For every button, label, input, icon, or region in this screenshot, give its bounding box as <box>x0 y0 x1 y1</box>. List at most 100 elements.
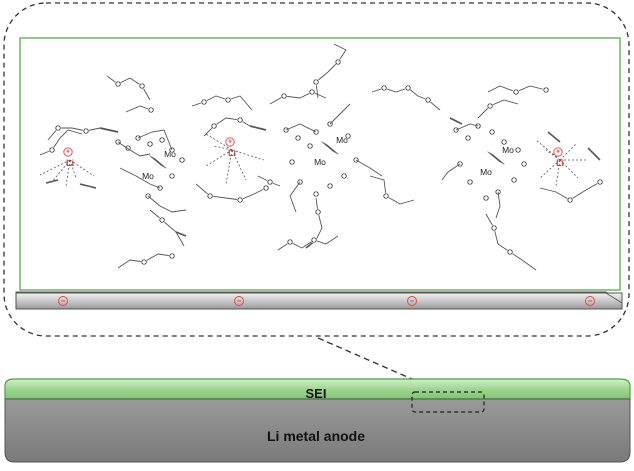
surface-charge-sign: − <box>588 297 593 306</box>
coordination-bond <box>545 149 561 161</box>
wedge-bond <box>449 117 463 125</box>
oxygen-atom: O <box>307 142 313 151</box>
oxygen-atom-bg <box>500 138 508 146</box>
oxygen-atom-bg <box>158 136 166 144</box>
oxygen-atom-bg <box>520 160 528 168</box>
oxygen-atom-bg <box>306 142 314 150</box>
oxygen-atom: O <box>507 248 513 257</box>
oxygen-atom-bg <box>178 156 186 164</box>
surface-charge-ring <box>585 296 595 306</box>
oxygen-atom: O <box>513 88 519 97</box>
oxygen-atom: O <box>491 224 497 233</box>
ether-chain <box>495 191 501 219</box>
oxygen-atom-bg <box>512 88 520 96</box>
oxygen-atom-bg <box>288 158 296 166</box>
oxygen-atom: O <box>345 132 351 141</box>
oxygen-atom-bg <box>168 252 176 260</box>
oxygen-atom-bg <box>200 98 208 106</box>
oxygen-atom: O <box>237 116 243 125</box>
wedge-bond <box>79 183 97 189</box>
lithium-charge-ring <box>225 137 235 147</box>
oxygen-atom: O <box>543 86 549 95</box>
coordination-bond <box>65 159 71 187</box>
coordination-bond <box>69 159 77 179</box>
oxygen-atom-bg <box>280 92 288 100</box>
oxygen-atom: O <box>83 127 89 136</box>
coordination-bond <box>205 133 233 151</box>
ether-chain <box>315 197 323 241</box>
oxygen-atom-bg <box>340 172 348 180</box>
mo-mo-bond <box>326 144 339 155</box>
oxygen-atom-bg <box>482 194 490 202</box>
oxygen-atom: O <box>267 178 273 187</box>
oxygen-atom-bg <box>236 116 244 124</box>
oxygen-atom: O <box>335 58 341 67</box>
ether-chain <box>369 175 415 205</box>
surface-charge-sign: − <box>410 297 415 306</box>
ether-chain <box>119 167 161 189</box>
oxygen-atom: O <box>115 80 121 89</box>
ether-chain <box>137 129 173 151</box>
oxygen-atom-bg <box>466 178 474 186</box>
coordination-bond <box>205 149 233 167</box>
oxygen-atom-bg <box>486 102 494 110</box>
coordination-bond <box>231 149 265 161</box>
oxygen-atom: O <box>289 158 295 167</box>
oxygen-atom: O <box>341 172 347 181</box>
oxygen-atom: O <box>381 84 387 93</box>
oxygen-atom-bg <box>210 122 218 130</box>
oxygen-atom-bg <box>566 196 574 204</box>
ether-chain <box>477 99 519 119</box>
oxygen-atom-bg <box>146 140 154 148</box>
coordination-bond <box>555 159 561 187</box>
oxygen-atom-bg <box>382 192 390 200</box>
coordination-bond <box>539 159 561 179</box>
lithium-charge-sign: + <box>228 139 232 146</box>
surface-charge-sign: − <box>61 297 66 306</box>
oxygen-atom: O <box>147 140 153 149</box>
wedge-bond <box>547 131 561 143</box>
oxygen-atom-bg <box>147 106 155 114</box>
oxygen-atom: O <box>55 124 61 133</box>
coordination-bond <box>69 159 95 177</box>
oxygen-atom: O <box>159 136 165 145</box>
ether-chain <box>485 213 537 271</box>
ether-chain <box>289 181 301 213</box>
molybdenum-atom: Mo <box>314 157 326 167</box>
oxygen-atom: O <box>287 238 293 247</box>
molecular-view-frame <box>19 37 621 291</box>
sei-layer <box>4 378 631 400</box>
wedge-bond <box>99 127 119 133</box>
oxygen-atom: O <box>515 146 521 155</box>
oxygen-atom: O <box>597 178 603 187</box>
oxygen-atom-bg <box>542 86 550 94</box>
oxygen-atom: O <box>475 122 481 131</box>
oxygen-atom: O <box>511 176 517 185</box>
oxygen-atom-bg <box>138 82 146 90</box>
oxygen-atom-bg <box>334 58 342 66</box>
surface-charge-ring <box>58 296 68 306</box>
oxygen-atom-bg <box>380 84 388 92</box>
ether-chain <box>147 195 187 213</box>
oxygen-atom-bg <box>506 248 514 256</box>
oxygen-atom: O <box>309 88 315 97</box>
oxygen-atom-bg <box>114 80 122 88</box>
wedge-bond <box>45 179 59 184</box>
oxygen-atom: O <box>313 190 319 199</box>
surface-charge-sign: − <box>237 297 242 306</box>
oxygen-atom-bg <box>310 236 318 244</box>
oxygen-atom-bg <box>344 132 352 140</box>
oxygen-atom-bg <box>294 134 302 142</box>
oxygen-atom-bg <box>488 128 496 136</box>
anode-label: Li metal anode <box>267 428 365 444</box>
lithium-charge-ring <box>63 147 73 157</box>
sei-label: SEI <box>306 386 327 401</box>
oxygen-atom-bg <box>54 124 62 132</box>
oxygen-atom-bg <box>82 127 90 135</box>
surface-charges: −−−− <box>58 296 595 306</box>
wedge-bond <box>587 147 601 161</box>
mo-mo-bond <box>492 154 505 165</box>
oxygen-atom: O <box>425 96 431 105</box>
